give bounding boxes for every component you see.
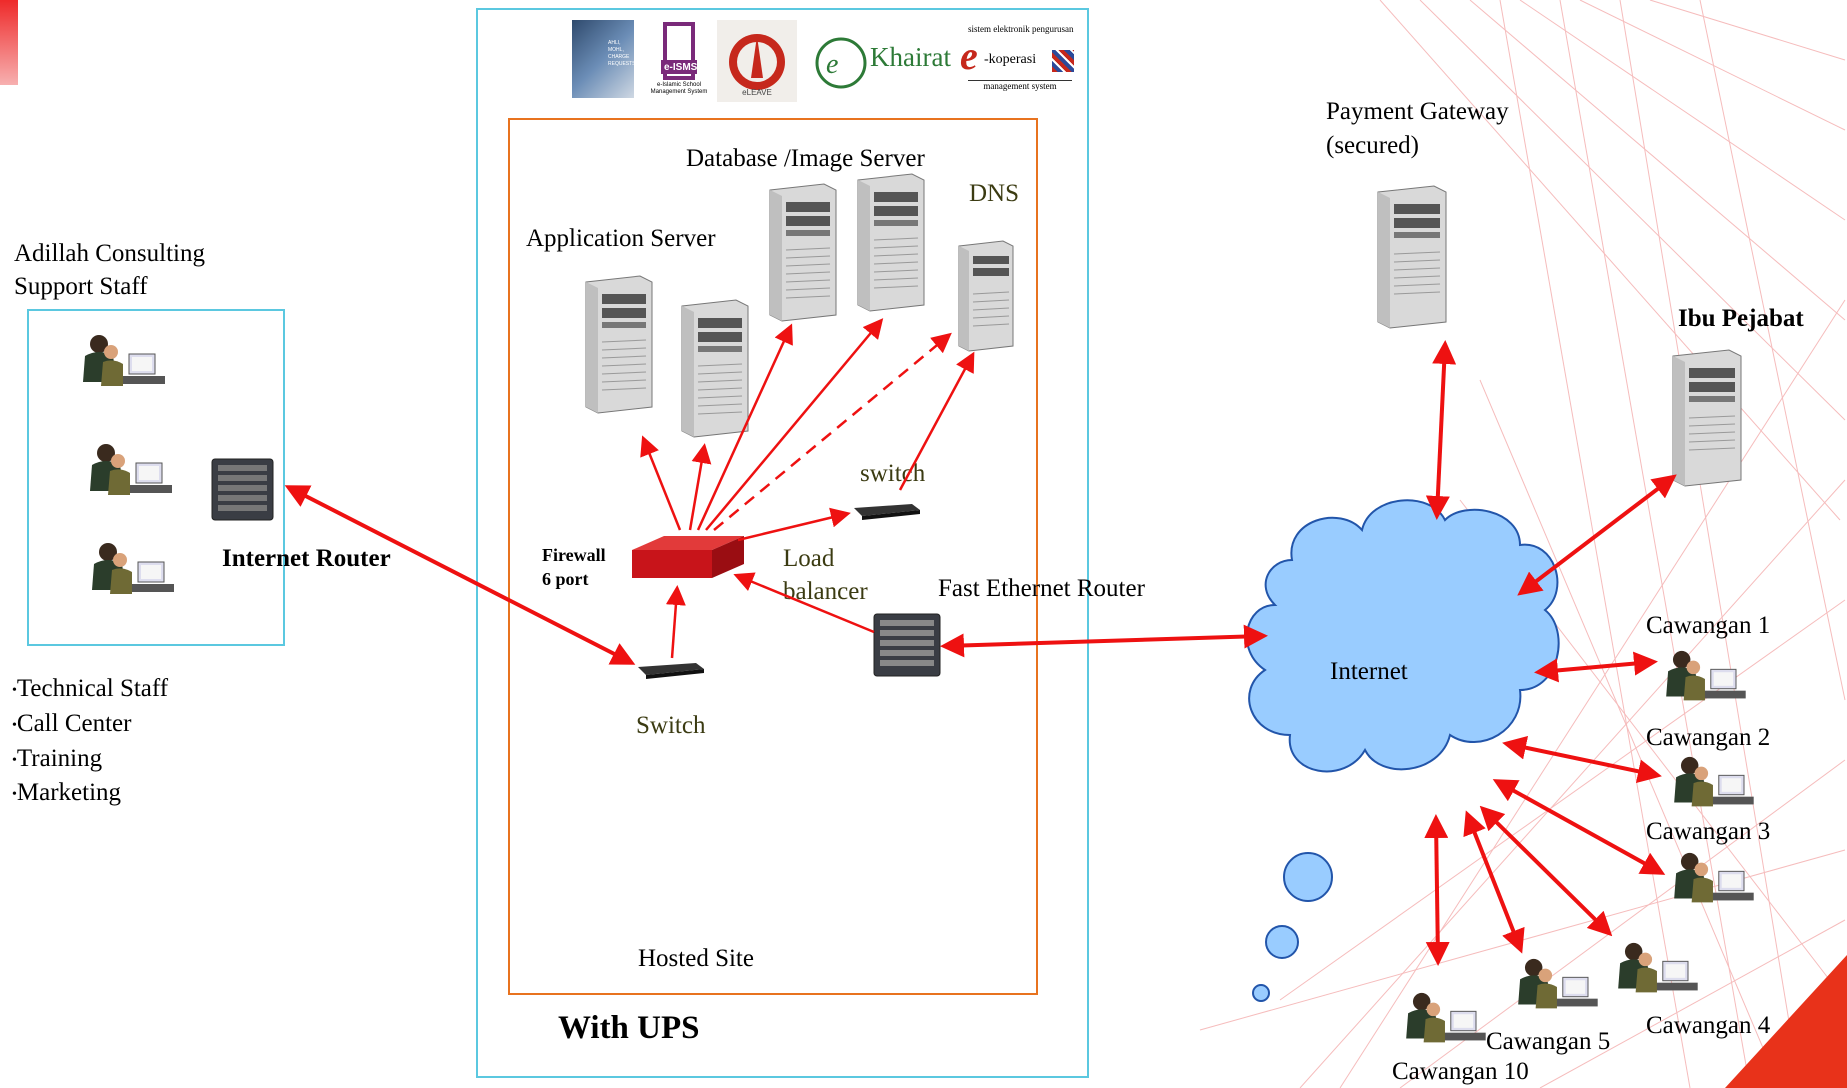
support-title-line1: Adillah Consulting: [14, 240, 205, 267]
firewall-icon: [630, 532, 746, 580]
khairat-label: Khairat: [870, 42, 951, 72]
hosted-site-label: Hosted Site: [638, 945, 754, 972]
fast-ethernet-router-icon: [872, 612, 942, 678]
fast-ethernet-router-label: Fast Ethernet Router: [938, 575, 1145, 602]
branch-label-5: Cawangan 5: [1486, 1028, 1611, 1055]
list-item: •Training: [12, 744, 103, 772]
internet-router-icon: [210, 457, 275, 522]
main-switch-icon: [636, 659, 706, 681]
support-staff-box: [27, 309, 285, 646]
branch-label-1: Cawangan 1: [1646, 612, 1771, 639]
dns-server-icon: [953, 238, 1018, 353]
eleave-logo: eLEAVE: [717, 20, 797, 102]
branch-workstation-icon: [1612, 940, 1700, 1004]
internet-label: Internet: [1330, 658, 1408, 685]
branch-workstation-icon: [1668, 754, 1756, 818]
server-tower-icon: [762, 180, 842, 323]
switch-small-icon: [852, 500, 922, 522]
support-roles-list: •Technical Staff •Call Center •Training …: [12, 672, 168, 811]
branch-label-2: Cawangan 2: [1646, 724, 1771, 751]
khairat-icon: e: [814, 36, 868, 90]
staff-workstation-icon: [77, 332, 167, 398]
ekoperasi-logo: sistem elektronik pengurusan e -koperasi…: [960, 24, 1074, 91]
support-title-line2: Support Staff: [14, 273, 148, 300]
branch-workstation-icon: [1668, 850, 1756, 914]
main-switch-label: Switch: [636, 712, 706, 739]
branch-workstation-icon: [1512, 956, 1600, 1020]
branch-label-10: Cawangan 10: [1392, 1058, 1529, 1085]
branch-label-4: Cawangan 4: [1646, 1012, 1771, 1039]
corner-accent-top-left: [0, 0, 18, 85]
branch-workstation-icon: [1400, 990, 1488, 1054]
eisms-logo: e-ISMS e-Islamic School Management Syste…: [645, 20, 713, 102]
staff-workstation-icon: [84, 441, 174, 507]
database-server-label: Database /Image Server: [686, 145, 925, 172]
load-balancer-label-line1: Load: [783, 545, 835, 572]
dns-label: DNS: [969, 180, 1020, 207]
server-tower-icon: [850, 170, 930, 313]
application-server-label: Application Server: [526, 225, 716, 252]
list-item: •Call Center: [12, 709, 132, 737]
staff-workstation-icon: [86, 540, 176, 606]
list-item: •Marketing: [12, 779, 122, 807]
branch-workstation-icon: [1660, 648, 1748, 712]
svg-text:e: e: [826, 49, 838, 80]
hq-label: Ibu Pejabat: [1678, 305, 1804, 332]
list-item: •Technical Staff: [12, 675, 169, 702]
branch-label-3: Cawangan 3: [1646, 818, 1771, 845]
server-tower-icon: [578, 272, 658, 415]
server-tower-icon: [674, 296, 754, 439]
payment-gateway-label-line1: Payment Gateway: [1326, 98, 1509, 125]
payment-gateway-label-line2: (secured): [1326, 132, 1419, 159]
hq-server-icon: [1665, 346, 1747, 488]
payment-gateway-server-icon: [1370, 182, 1452, 330]
ahli-logo: AHLI, MOHL, CHARGE REQUESTS: [572, 20, 636, 98]
with-ups-label: With UPS: [558, 1010, 700, 1046]
